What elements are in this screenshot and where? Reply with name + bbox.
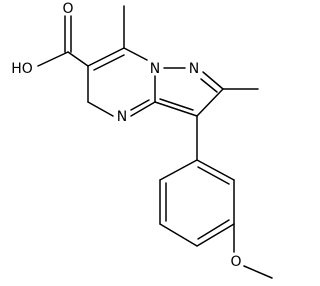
bond-aryl-1-inner (197, 166, 230, 185)
bond-n4-c5 (87, 101, 114, 117)
bond-n2-c2-inner (200, 78, 218, 93)
atom-label-n-pyrazole: N (189, 61, 199, 77)
atom-label-hydroxyl: HO (11, 61, 33, 77)
bond-o-methyl (243, 265, 273, 279)
bond-c6-c7-inner (93, 54, 125, 71)
bonds (37, 5, 273, 279)
bond-aryl-1 (196, 159, 235, 181)
atom-labels: HO O N N N O (11, 1, 241, 270)
bond-c2-c3 (196, 88, 224, 117)
bond-aryl-6 (159, 159, 198, 181)
atom-label-n-bridgehead: N (150, 61, 160, 77)
bond-aryl-3 (196, 223, 235, 247)
bond-n2-c2 (202, 71, 224, 90)
bond-c3a-n4-inner (130, 99, 150, 111)
atom-label-carbonyl-oxygen: O (62, 1, 73, 17)
bond-c3a-n4 (130, 101, 156, 117)
chemical-structure-diagram: HO O N N N O (11, 1, 273, 279)
bond-c3-c3a (154, 101, 198, 117)
atom-label-n-pyrimidine: N (117, 109, 127, 125)
bond-aryl-3-inner (197, 219, 230, 240)
bond-c6-carboxyl (67, 51, 89, 67)
bond-carboxyl-oh (37, 51, 69, 67)
bond-aryl-4 (159, 223, 198, 247)
bond-c6-c7 (87, 47, 125, 67)
bond-c7-n1 (123, 47, 148, 61)
bond-c3-c3a-inner (159, 98, 194, 111)
atom-label-methoxy-oxygen: O (230, 254, 241, 270)
